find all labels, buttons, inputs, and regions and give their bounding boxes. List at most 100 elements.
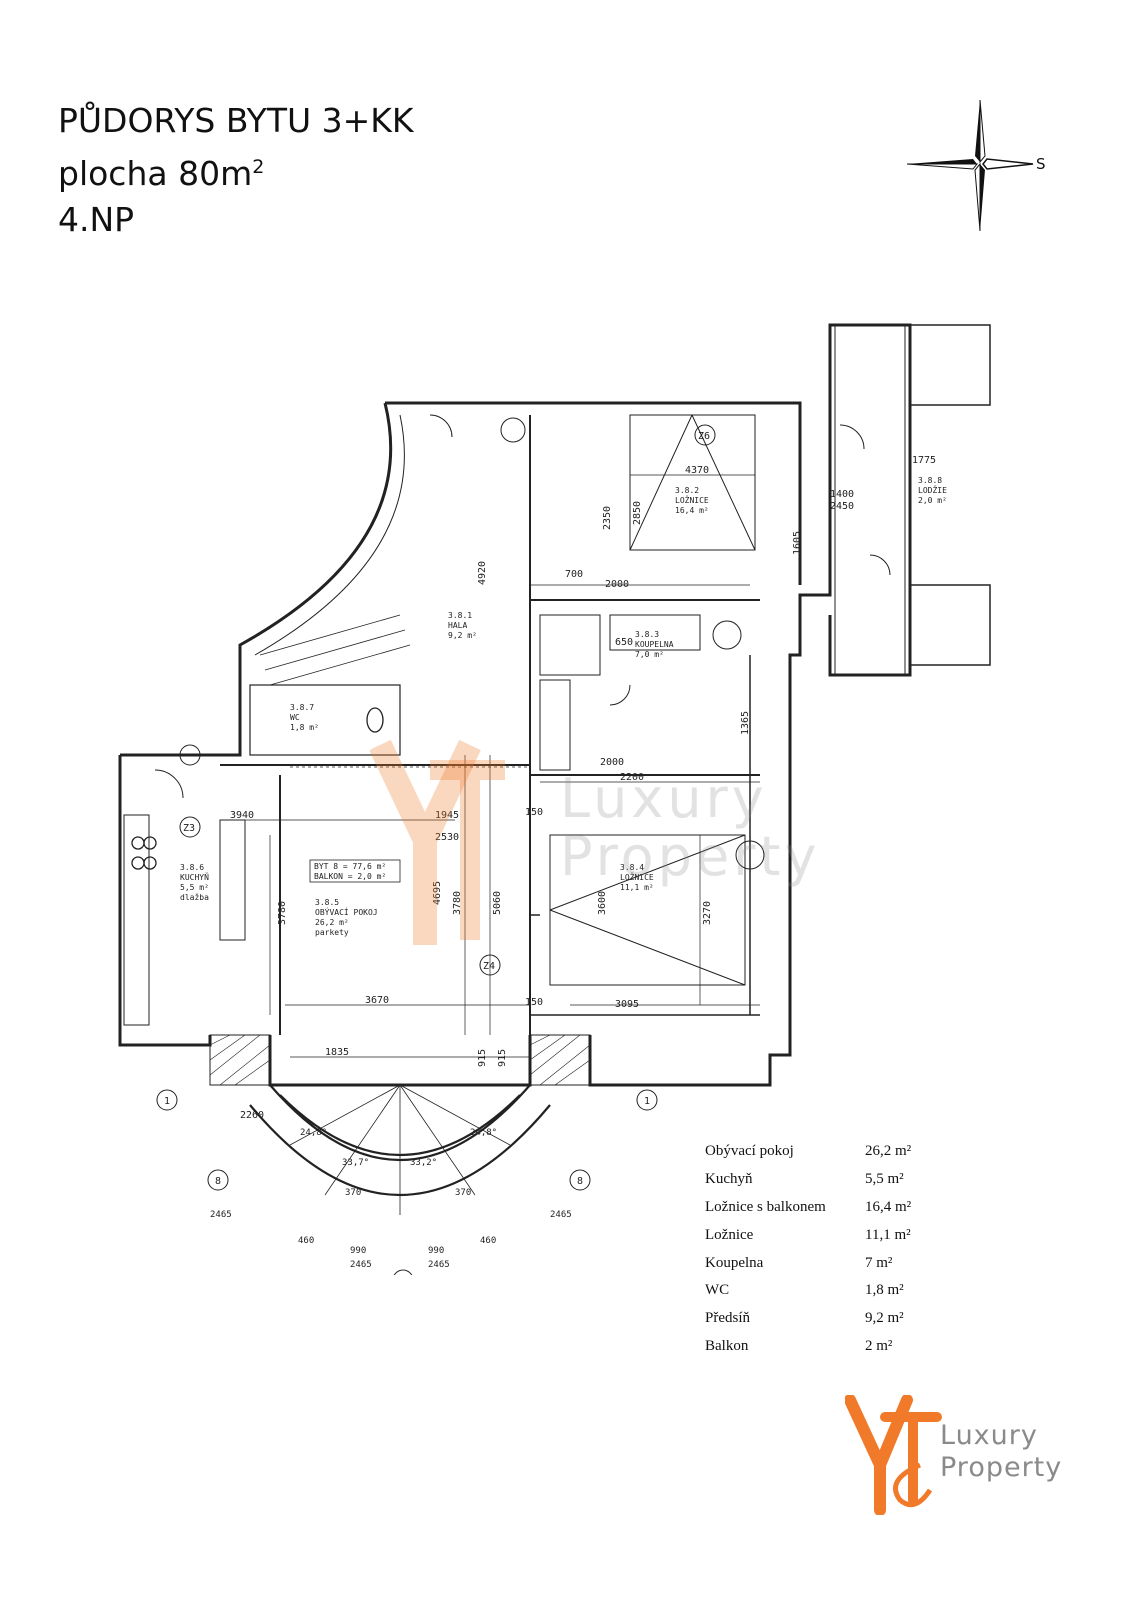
svg-text:2200: 2200 — [620, 772, 644, 783]
svg-text:1605: 1605 — [792, 531, 803, 555]
legend-value: 16,4 m² — [865, 1198, 912, 1215]
svg-text:5,5 m²: 5,5 m² — [180, 883, 209, 892]
svg-text:Z6: Z6 — [698, 431, 710, 442]
legend-value: 11,1 m² — [865, 1226, 911, 1243]
svg-text:2000: 2000 — [600, 757, 624, 768]
svg-text:1: 1 — [164, 1096, 170, 1107]
watermark-text: Luxury Property — [560, 770, 821, 886]
legend-row: Předsíň 9,2 m² — [705, 1305, 925, 1333]
svg-text:11,1 m²: 11,1 m² — [620, 883, 654, 892]
svg-text:650: 650 — [615, 637, 633, 648]
svg-text:370: 370 — [455, 1188, 471, 1198]
room-code-hall: 3.8.1 — [448, 611, 472, 620]
legend-value: 7 m² — [865, 1254, 893, 1271]
svg-text:2260: 2260 — [240, 1110, 264, 1121]
watermark-line1: Luxury — [560, 767, 768, 830]
svg-text:915: 915 — [497, 1049, 508, 1067]
svg-text:1400: 1400 — [830, 489, 854, 500]
compass-rose-icon — [906, 99, 1034, 232]
curved-wall-left — [120, 402, 393, 757]
svg-text:2530: 2530 — [435, 832, 459, 843]
legend-row: WC 1,8 m² — [705, 1277, 925, 1305]
plan-summary-2: BALKON = 2,0 m² — [314, 872, 386, 881]
svg-text:990: 990 — [428, 1246, 444, 1256]
svg-text:8: 8 — [215, 1176, 221, 1187]
svg-text:2000: 2000 — [605, 579, 629, 590]
svg-text:1775: 1775 — [912, 455, 936, 466]
svg-text:24,8°: 24,8° — [300, 1128, 327, 1138]
svg-text:WC: WC — [290, 713, 300, 722]
brand-logo-icon — [845, 1395, 942, 1515]
svg-text:2850: 2850 — [632, 501, 643, 525]
svg-text:1835: 1835 — [325, 1047, 349, 1058]
brand-line-1: Luxury — [940, 1420, 1038, 1451]
legend-name: Balkon — [705, 1337, 749, 1354]
brand-name: Luxury Property — [940, 1420, 1062, 1484]
svg-text:3600: 3600 — [597, 891, 608, 915]
svg-text:915: 915 — [477, 1049, 488, 1067]
svg-text:150: 150 — [525, 997, 543, 1008]
svg-text:150: 150 — [525, 807, 543, 818]
title-area-exponent: 2 — [252, 156, 265, 178]
svg-text:dlažba: dlažba — [180, 893, 209, 902]
room-code-kitchen: 3.8.6 — [180, 863, 204, 872]
svg-text:3780: 3780 — [452, 891, 463, 915]
floor-plan: 3.8.1 HALA 9,2 m² 3.8.2 LOŽNICE 16,4 m² … — [118, 323, 991, 1275]
svg-text:2465: 2465 — [350, 1260, 372, 1270]
legend-name: WC — [705, 1282, 730, 1299]
svg-text:KOUPELNA: KOUPELNA — [635, 640, 674, 649]
svg-text:460: 460 — [480, 1236, 496, 1246]
title-line-3: 4.NP — [58, 200, 135, 239]
svg-text:2465: 2465 — [210, 1210, 232, 1220]
svg-text:4920: 4920 — [477, 561, 488, 585]
svg-text:1: 1 — [644, 1096, 650, 1107]
svg-text:parkety: parkety — [315, 928, 349, 937]
brand-line-2: Property — [940, 1452, 1063, 1483]
svg-text:3940: 3940 — [230, 810, 254, 821]
svg-text:370: 370 — [345, 1188, 361, 1198]
svg-text:Z4: Z4 — [483, 961, 495, 972]
svg-text:2,0 m²: 2,0 m² — [918, 496, 947, 505]
svg-text:4370: 4370 — [685, 465, 709, 476]
svg-text:1365: 1365 — [740, 711, 751, 735]
legend-name: Ložnice s balkonem — [705, 1198, 826, 1215]
svg-text:Z3: Z3 — [183, 823, 195, 834]
legend-value: 5,5 m² — [865, 1171, 904, 1188]
title-area: plocha 80m — [58, 154, 253, 193]
svg-text:990: 990 — [350, 1246, 366, 1256]
svg-text:3670: 3670 — [365, 995, 389, 1006]
room-code-living: 3.8.5 — [315, 898, 339, 907]
svg-text:33,2°: 33,2° — [410, 1158, 437, 1168]
legend-value: 2 m² — [865, 1337, 893, 1354]
plan-summary-1: BYT 8 = 77,6 m² — [314, 862, 386, 871]
title-line-2: plocha 80m2 — [58, 144, 414, 197]
legend-name: Předsíň — [705, 1310, 750, 1327]
svg-text:KUCHYŇ: KUCHYŇ — [180, 871, 209, 882]
svg-text:16,4 m²: 16,4 m² — [675, 506, 709, 515]
room-code-bath: 3.8.3 — [635, 630, 659, 639]
svg-text:1945: 1945 — [435, 810, 459, 821]
legend-name: Kuchyň — [705, 1171, 753, 1188]
legend-value: 9,2 m² — [865, 1310, 904, 1327]
svg-text:7,0 m²: 7,0 m² — [635, 650, 664, 659]
compass-south-label: S — [1036, 155, 1046, 173]
svg-text:700: 700 — [565, 569, 583, 580]
room-code-loggia: 3.8.8 — [918, 476, 942, 485]
legend-value: 1,8 m² — [865, 1282, 904, 1299]
svg-text:2465: 2465 — [550, 1210, 572, 1220]
svg-text:3095: 3095 — [615, 999, 639, 1010]
svg-text:2465: 2465 — [428, 1260, 450, 1270]
svg-text:1,8 m²: 1,8 m² — [290, 723, 319, 732]
svg-text:460: 460 — [298, 1236, 314, 1246]
svg-text:LODŽIE: LODŽIE — [918, 484, 947, 495]
room-code-wc: 3.8.7 — [290, 703, 314, 712]
legend-value: 26,2 m² — [865, 1143, 912, 1160]
svg-text:3270: 3270 — [702, 901, 713, 925]
svg-text:33,7°: 33,7° — [342, 1158, 369, 1168]
legend-row: Ložnice s balkonem 16,4 m² — [705, 1194, 925, 1222]
svg-text:5060: 5060 — [492, 891, 503, 915]
svg-text:LOŽNICE: LOŽNICE — [675, 494, 709, 505]
